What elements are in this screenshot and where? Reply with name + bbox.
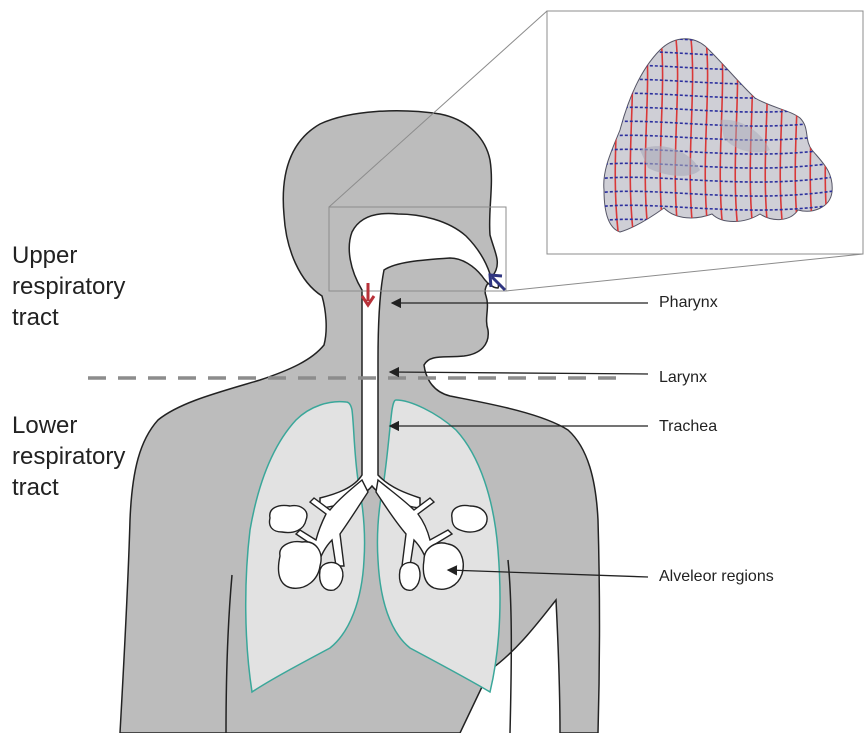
upper-tract-line-1: Upper	[12, 240, 182, 271]
zoom-connector-bottom	[506, 254, 863, 291]
upper-tract-line-2: respiratory	[12, 271, 182, 302]
alveoli-left-1	[270, 506, 307, 533]
alveolar-regions-label: Alveleor regions	[659, 568, 774, 586]
alveoli-right-1	[452, 506, 487, 533]
lower-tract-line-1: Lower	[12, 410, 182, 441]
larynx-label: Larynx	[659, 369, 707, 387]
lower-tract-line-3: tract	[12, 472, 182, 503]
trachea-label: Trachea	[659, 418, 717, 436]
larynx-leader	[390, 372, 648, 374]
body-silhouette	[120, 111, 600, 733]
pharynx-label: Pharynx	[659, 294, 718, 312]
alveoli-right-3	[400, 563, 421, 591]
alveoli-right-2	[423, 543, 463, 589]
lower-tract-line-2: respiratory	[12, 441, 182, 472]
upper-tract-label: Upper respiratory tract	[12, 240, 182, 333]
lower-tract-label: Lower respiratory tract	[12, 410, 182, 503]
upper-tract-line-3: tract	[12, 302, 182, 333]
alveoli-left-3	[320, 563, 343, 591]
